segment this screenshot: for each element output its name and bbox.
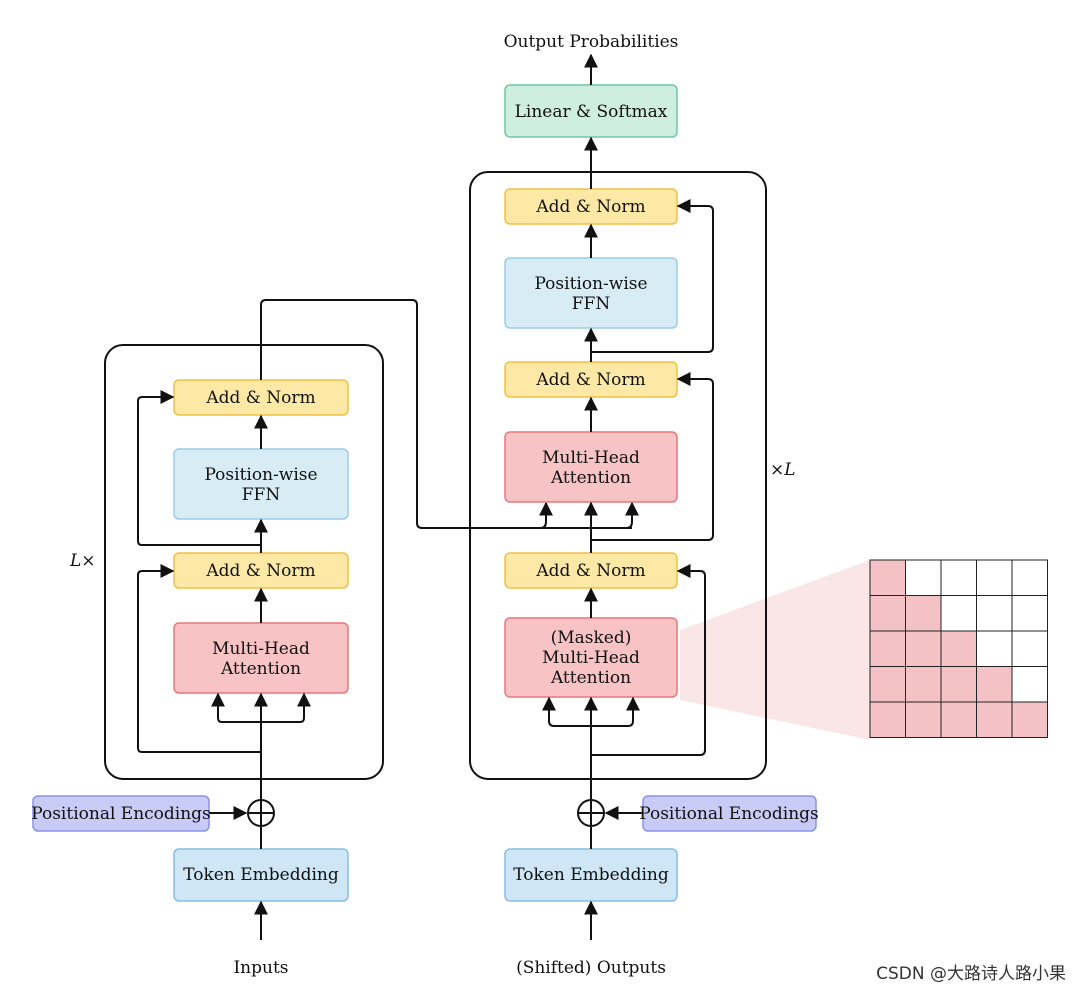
mask-cell-visible	[905, 630, 942, 667]
mask-cell-visible	[869, 666, 906, 703]
mask-cell-visible	[976, 701, 1013, 738]
mask-zoom-cone	[680, 560, 870, 740]
encoder-mha-label-2: Attention	[220, 659, 301, 679]
mask-cell-masked	[940, 595, 977, 632]
attention-mask-grid	[869, 559, 1048, 738]
encoder-connectors	[137, 299, 639, 940]
mask-cell-visible	[976, 666, 1013, 703]
encoder-mha-label-1: Multi-Head	[212, 639, 310, 659]
mask-cell-visible	[940, 630, 977, 667]
decoder-token-embedding-label: Token Embedding	[513, 865, 669, 885]
decoder-add-norm-bottom-label: Add & Norm	[535, 561, 645, 581]
mask-cell-visible	[905, 701, 942, 738]
encoder-token-embedding-label: Token Embedding	[183, 865, 339, 885]
mask-cell-masked	[1011, 630, 1048, 667]
decoder-masked-label-1: (Masked)	[551, 628, 632, 648]
mask-cell-masked	[1011, 559, 1048, 596]
decoder-positional-encodings-label: Positional Encodings	[639, 804, 819, 824]
mask-cell-masked	[976, 595, 1013, 632]
decoder-block-frame	[469, 171, 767, 780]
decoder-masked-label-2: Multi-Head	[542, 648, 640, 668]
decoder-output-label: Output Probabilities	[504, 32, 679, 52]
mask-cell-visible	[940, 666, 977, 703]
decoder-ffn-label-1: Position-wise	[534, 274, 647, 294]
encoder-repeat-label: L×	[69, 551, 96, 571]
mask-cell-visible	[905, 595, 942, 632]
mask-cell-masked	[940, 559, 977, 596]
decoder-cross-attention-label-1: Multi-Head	[542, 448, 640, 468]
encoder-ffn-label-2: FFN	[242, 485, 281, 505]
mask-cell-visible	[940, 701, 977, 738]
encoder-input-label: Inputs	[233, 958, 288, 978]
decoder-linear-softmax-label: Linear & Softmax	[515, 102, 668, 122]
mask-cell-visible	[1011, 701, 1048, 738]
mask-cell-visible	[869, 595, 906, 632]
encoder-ffn-label-1: Position-wise	[204, 465, 317, 485]
decoder-masked-label-3: Attention	[550, 668, 631, 688]
encoder-add-norm-top-label: Add & Norm	[205, 388, 315, 408]
mask-cell-masked	[976, 630, 1013, 667]
mask-cell-masked	[1011, 595, 1048, 632]
watermark: CSDN @大路诗人路小果	[876, 964, 1066, 984]
encoder-add-norm-bottom-label: Add & Norm	[205, 561, 315, 581]
mask-cell-masked	[976, 559, 1013, 596]
encoder-positional-encodings-label: Positional Encodings	[31, 804, 211, 824]
mask-cell-masked	[905, 559, 942, 596]
decoder-connectors	[542, 53, 714, 940]
mask-cell-visible	[869, 630, 906, 667]
mask-cell-visible	[869, 701, 906, 738]
mask-cell-visible	[905, 666, 942, 703]
decoder-ffn-label-2: FFN	[572, 294, 611, 314]
decoder-add-norm-top-label: Add & Norm	[535, 197, 645, 217]
decoder-add-norm-middle-label: Add & Norm	[535, 370, 645, 390]
encoder-block-frame	[104, 344, 384, 780]
decoder-cross-attention-label-2: Attention	[550, 468, 631, 488]
mask-cell-visible	[869, 559, 906, 596]
decoder-repeat-label: ×L	[770, 460, 796, 480]
decoder-input-label: (Shifted) Outputs	[516, 958, 666, 978]
mask-cell-masked	[1011, 666, 1048, 703]
